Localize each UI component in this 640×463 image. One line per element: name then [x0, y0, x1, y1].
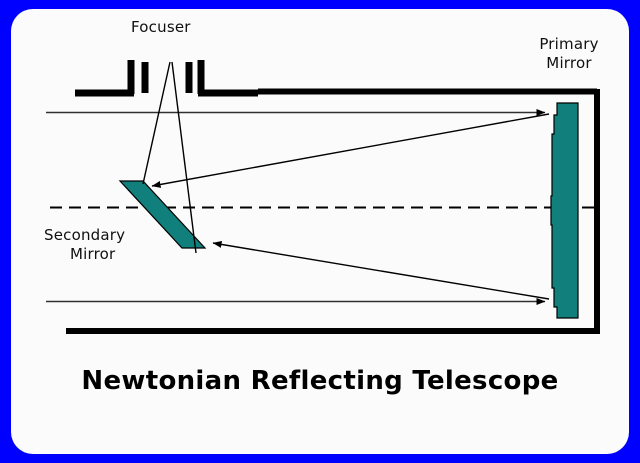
label-secondary-line1: Secondary — [44, 226, 126, 244]
label-primary-line1: Primary — [539, 35, 599, 53]
reflected-ray-upper — [151, 113, 550, 188]
primary-mirror — [550, 102, 579, 319]
diagram-panel — [11, 9, 629, 454]
reflected-ray-lower — [212, 240, 550, 300]
exit-beam-left-edge — [142, 61, 171, 185]
label-primary-mirror: Primary Mirror — [523, 35, 615, 73]
label-secondary-line2: Mirror — [70, 245, 116, 263]
exit-beam-right-edge — [171, 61, 197, 254]
label-focuser: Focuser — [131, 18, 191, 36]
secondary-mirror — [118, 180, 207, 249]
label-primary-line2: Mirror — [546, 54, 592, 72]
label-secondary-mirror: Secondary Mirror — [44, 226, 174, 264]
figure-title: Newtonian Reflecting Telescope — [81, 366, 559, 396]
